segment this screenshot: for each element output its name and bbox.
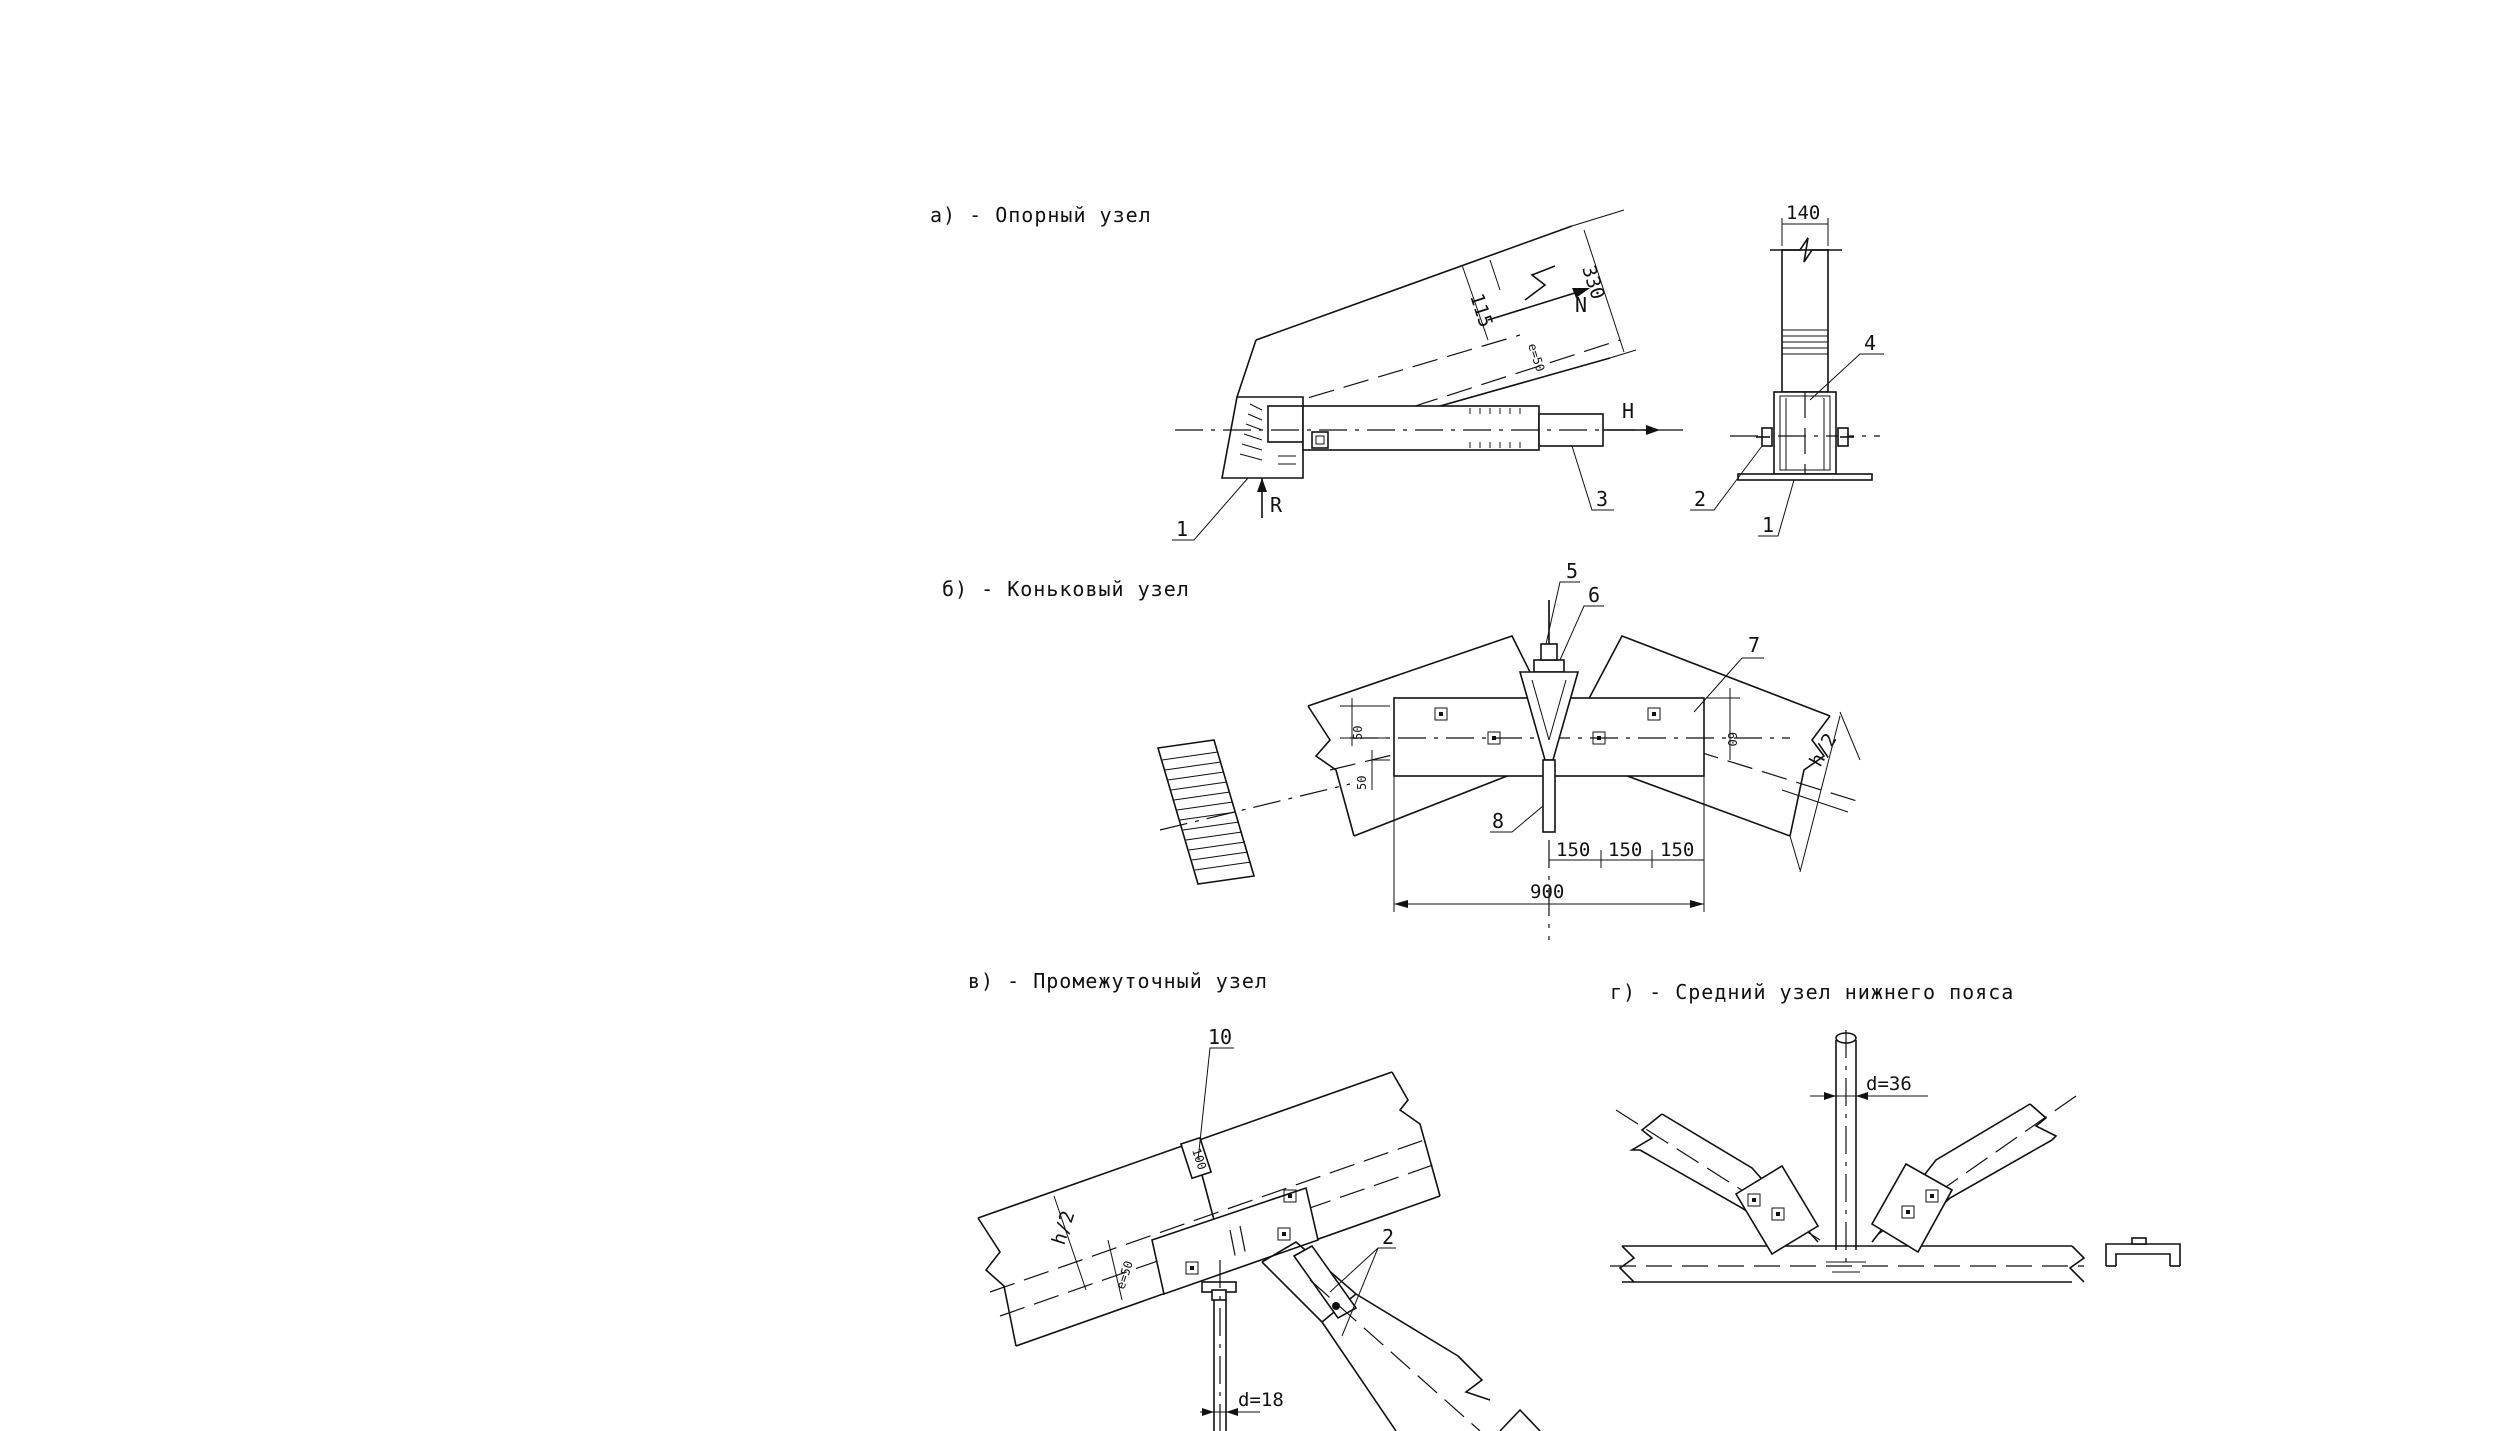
dim-60: 60 [1725, 732, 1739, 746]
dim-900: 900 [1530, 881, 1564, 903]
callout-5: 5 [1566, 559, 1578, 583]
caption-bottom-chord-middle-node: г) - Средний узел нижнего пояса [1610, 980, 2014, 1004]
caption-ridge-node: б) - Коньковый узел [942, 577, 1190, 601]
dim-150-1: 150 [1556, 839, 1590, 861]
dim-150-2: 150 [1608, 839, 1642, 861]
callout-1: 1 [1176, 517, 1188, 541]
dim-d18: d=18 [1238, 1389, 1284, 1411]
dim-d36: d=36 [1866, 1073, 1912, 1095]
dim-e50: e=50 [1525, 342, 1547, 374]
caption-support-node: а) - Опорный узел [930, 203, 1152, 227]
callout-8: 8 [1492, 809, 1504, 833]
callout-3: 3 [1596, 487, 1608, 511]
dim-50-upper: 50 [1351, 726, 1365, 740]
dim-e50-intermediate: e=50 [1114, 1259, 1136, 1291]
intermediate-node: h/2 e=50 100 d=18 10 2 [977, 1025, 1541, 1431]
callout-1-section: 1 [1762, 513, 1774, 537]
dim-50-lower: 50 [1355, 776, 1369, 790]
callout-6: 6 [1588, 583, 1600, 607]
force-n-label: N [1575, 293, 1587, 317]
ridge-node: 50 50 60 h/2 150 150 150 900 5 6 7 [1156, 559, 1861, 940]
bottom-chord-middle-node: d=36 [1610, 1030, 2181, 1283]
callout-4: 4 [1864, 331, 1876, 355]
dim-100: 100 [1189, 1147, 1209, 1172]
support-node-side-view: 115 330 e=50 N H R 1 3 [1172, 209, 1690, 541]
dim-150-3: 150 [1660, 839, 1694, 861]
force-h-label: H [1622, 399, 1634, 423]
caption-intermediate-node: в) - Промежуточный узел [968, 969, 1268, 993]
force-r-label: R [1270, 493, 1283, 517]
callout-7: 7 [1748, 633, 1760, 657]
callout-2: 2 [1694, 487, 1706, 511]
dim-h2-intermediate: h/2 [1048, 1208, 1080, 1247]
callout-2-intermediate: 2 [1382, 1225, 1394, 1249]
dim-115: 115 [1465, 291, 1497, 330]
support-node-section-view: 140 4 2 1 [1690, 202, 1884, 537]
callout-10: 10 [1208, 1025, 1232, 1049]
dim-140: 140 [1786, 202, 1820, 224]
